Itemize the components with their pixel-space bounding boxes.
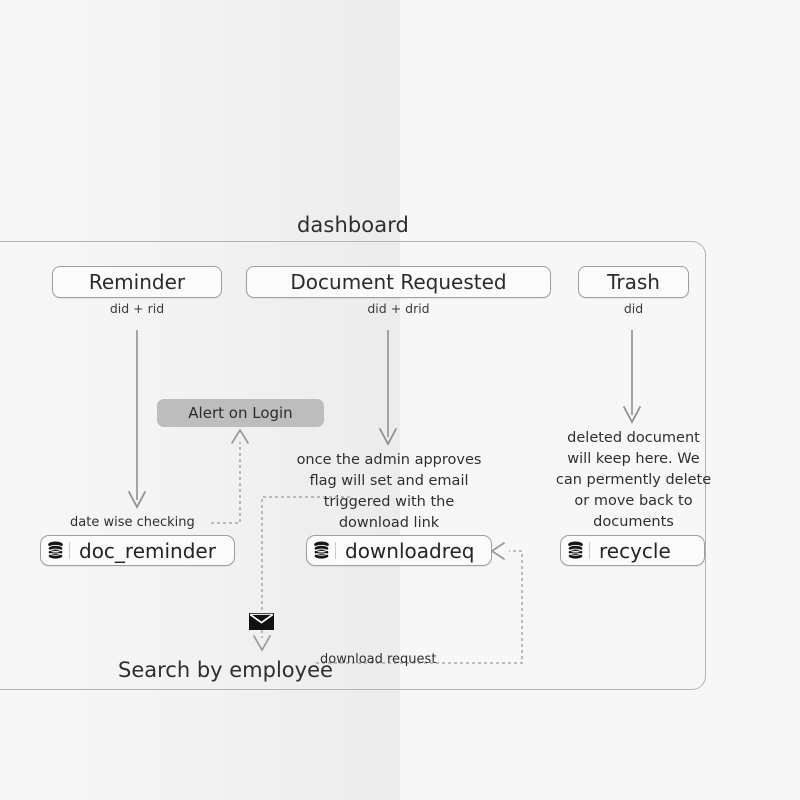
db-divider: [335, 542, 336, 559]
database-icon: [41, 541, 69, 560]
node-document-requested[interactable]: Document Requested: [246, 266, 551, 298]
dashboard-title: dashboard: [297, 213, 409, 237]
node-recycle-label: recycle: [599, 538, 671, 563]
note-document-requested: once the admin approves flag will set an…: [296, 452, 482, 531]
node-downloadreq[interactable]: downloadreq: [306, 535, 492, 566]
node-trash[interactable]: Trash: [578, 266, 689, 298]
node-doc-reminder[interactable]: doc_reminder: [40, 535, 235, 566]
node-document-requested-label: Document Requested: [290, 270, 507, 294]
database-icon: [307, 541, 335, 560]
caption-document-requested-keys: did + drid: [367, 301, 430, 316]
envelope-icon: [249, 613, 274, 630]
node-reminder-label: Reminder: [88, 270, 186, 294]
node-trash-label: Trash: [607, 270, 660, 294]
edge-label-date-wise-checking: date wise checking: [70, 515, 195, 530]
node-downloadreq-label: downloadreq: [345, 538, 475, 563]
node-alert-on-login[interactable]: Alert on Login: [157, 399, 324, 427]
search-by-employee-label: Search by employee: [118, 658, 333, 682]
node-reminder[interactable]: Reminder: [52, 266, 222, 298]
database-icon: [561, 541, 589, 560]
db-divider: [69, 542, 70, 559]
node-recycle[interactable]: recycle: [560, 535, 705, 566]
db-divider: [589, 542, 590, 559]
note-trash: deleted document will keep here. We can …: [555, 430, 712, 530]
caption-trash-keys: did: [623, 301, 644, 316]
node-alert-on-login-label: Alert on Login: [188, 404, 293, 422]
edge-label-download-request: download request: [320, 652, 437, 667]
node-doc-reminder-label: doc_reminder: [79, 538, 216, 563]
caption-reminder-keys: did + rid: [109, 301, 165, 316]
dashboard-frame: [0, 241, 706, 690]
